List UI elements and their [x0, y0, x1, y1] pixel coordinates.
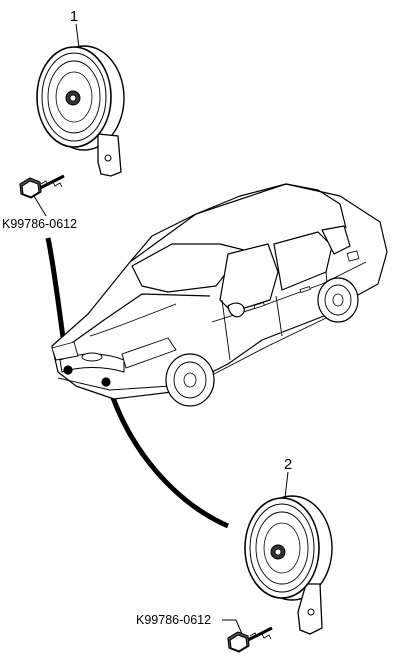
car-icon	[51, 183, 388, 407]
bolt-lower-icon	[227, 626, 273, 653]
part-leader-upper	[33, 195, 47, 217]
part-leader-lower	[222, 619, 243, 635]
horn-1-icon	[36, 45, 125, 177]
callout-leader-1	[75, 23, 80, 49]
bolt-upper-icon	[19, 174, 65, 199]
part-number-lower: K99786-0612	[136, 613, 211, 627]
callout-leader-2	[284, 471, 289, 499]
callout-number-1: 1	[70, 8, 78, 25]
location-line-lower	[105, 382, 230, 529]
callout-number-2: 2	[284, 456, 292, 473]
horn-2-icon	[244, 495, 333, 635]
part-number-upper: K99786-0612	[2, 217, 77, 231]
